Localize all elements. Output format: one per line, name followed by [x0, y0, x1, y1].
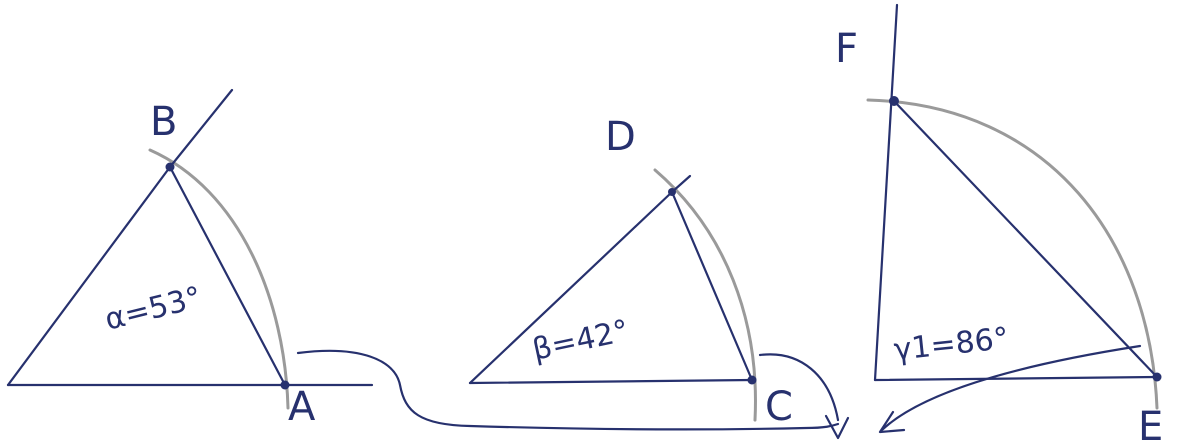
triangle-gamma: F E γ1=86° — [835, 3, 1163, 447]
side-right-alpha — [168, 165, 287, 387]
ray-alpha — [168, 88, 234, 169]
side-right-beta — [670, 190, 754, 382]
triangle-beta: D C β=42° — [468, 114, 793, 430]
arrow-head-e — [878, 410, 906, 434]
compass-arc-beta — [653, 168, 757, 422]
compass-arc-alpha — [148, 148, 290, 410]
ray-beta — [670, 174, 692, 194]
angle-label-alpha: α=53° — [101, 280, 205, 338]
compass-arc-gamma — [866, 98, 1159, 410]
label-a: A — [288, 384, 316, 430]
side-left-beta — [468, 190, 674, 385]
label-b: B — [150, 99, 177, 145]
point-c — [747, 375, 757, 385]
point-f — [889, 96, 899, 106]
arrow-from-c — [758, 353, 840, 422]
label-e: E — [1138, 404, 1163, 447]
angle-label-gamma: γ1=86° — [892, 321, 1010, 368]
label-d: D — [605, 114, 636, 160]
point-b — [165, 162, 175, 172]
vertical-line-f — [873, 3, 899, 382]
angle-label-beta: β=42° — [529, 313, 632, 368]
hypotenuse-gamma — [892, 99, 1159, 379]
arrow-head-center — [824, 414, 850, 440]
connector-arrows — [296, 344, 1142, 440]
point-d-ray — [668, 188, 676, 196]
point-a — [280, 380, 290, 390]
triangle-alpha: B A α=53° — [6, 88, 374, 430]
label-c: C — [765, 384, 793, 430]
base-line-gamma — [873, 375, 1160, 382]
arrow-from-e — [880, 344, 1142, 432]
side-left-alpha — [6, 165, 172, 387]
arrow-from-a — [296, 349, 840, 431]
base-line-beta — [468, 378, 754, 385]
label-f: F — [835, 26, 858, 72]
point-e — [1152, 372, 1162, 382]
